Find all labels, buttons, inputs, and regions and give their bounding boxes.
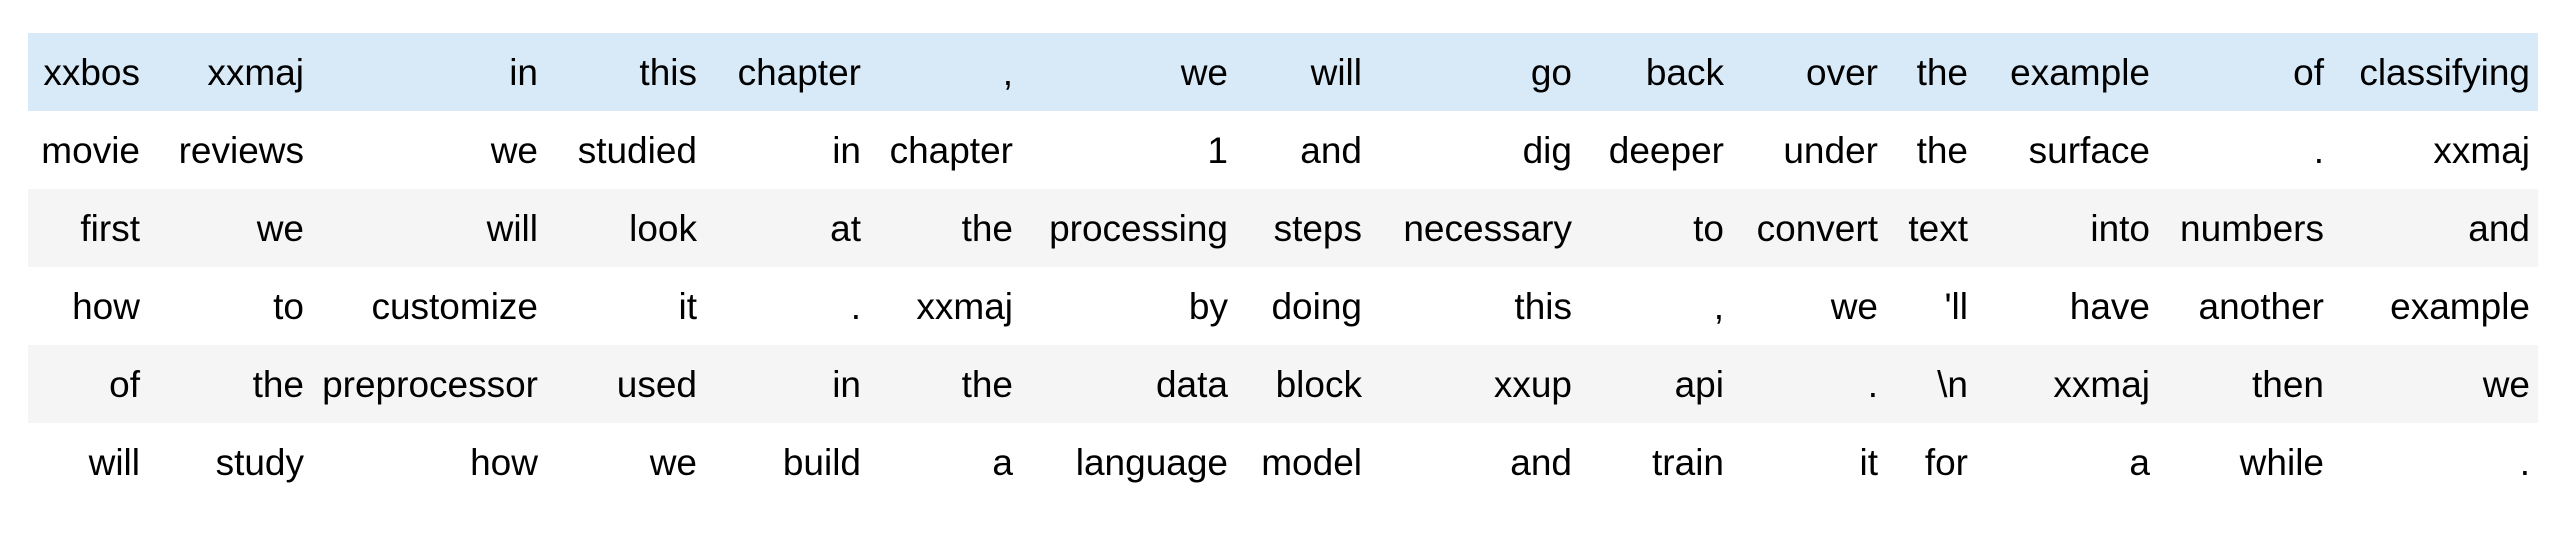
token-cell: the <box>252 363 304 405</box>
token-cell: the <box>1916 51 1968 93</box>
token-cell: of <box>109 363 140 405</box>
token-row: of the preprocessor used in the data blo… <box>28 345 2538 423</box>
token-cell: data <box>1155 363 1228 405</box>
token-cell: and <box>2468 207 2530 249</box>
token-cell: 'll <box>1944 285 1968 327</box>
token-cell: in <box>832 363 861 405</box>
token-cell: xxmaj <box>2053 363 2150 405</box>
token-row-highlighted: xxbos xxmaj in this chapter , we will go… <box>28 33 2538 111</box>
token-cell: customize <box>371 285 538 327</box>
token-cell: studied <box>577 129 697 171</box>
token-cell: by <box>1188 285 1228 327</box>
token-cell: xxbos <box>43 51 140 93</box>
token-cell: convert <box>1756 207 1878 249</box>
token-row: will study how we build a language model… <box>28 423 2538 501</box>
token-cell: reviews <box>178 129 304 171</box>
token-cell: over <box>1806 51 1878 93</box>
token-cell: this <box>1514 285 1572 327</box>
token-cell: xxmaj <box>207 51 304 93</box>
token-cell: and <box>1300 129 1362 171</box>
token-cell: a <box>2129 441 2150 483</box>
token-cell: will <box>88 441 140 483</box>
token-cell: look <box>629 207 697 249</box>
token-cell: it <box>1859 441 1879 483</box>
token-cell: we <box>1180 51 1228 93</box>
token-cell: this <box>639 51 697 93</box>
token-cell: preprocessor <box>322 363 538 405</box>
token-cell: a <box>992 441 1013 483</box>
token-cell: xxup <box>1493 363 1572 405</box>
token-cell: the <box>961 363 1013 405</box>
token-cell: . <box>850 285 861 327</box>
token-cell: while <box>2239 441 2324 483</box>
token-cell: we <box>256 207 304 249</box>
token-row: how to customize it . xxmaj by doing thi… <box>28 267 2538 345</box>
token-cell: to <box>273 285 304 327</box>
token-cell: under <box>1783 129 1878 171</box>
token-cell: numbers <box>2180 207 2324 249</box>
token-cell: for <box>1924 441 1968 483</box>
token-cell: then <box>2251 363 2324 405</box>
token-cell: we <box>649 441 697 483</box>
token-cell: we <box>1830 285 1878 327</box>
token-cell: , <box>1002 51 1013 93</box>
token-cell: to <box>1693 207 1724 249</box>
tokens-table: xxbos xxmaj in this chapter , we will go… <box>28 33 2538 501</box>
token-cell: doing <box>1271 285 1362 327</box>
token-cell: classifying <box>2359 51 2530 93</box>
token-cell: at <box>830 207 861 249</box>
token-cell: dig <box>1522 129 1572 171</box>
token-cell: chapter <box>889 129 1013 171</box>
token-cell: another <box>2198 285 2325 327</box>
token-cell: , <box>1713 285 1724 327</box>
token-cell: go <box>1530 51 1572 93</box>
token-cell: and <box>1510 441 1572 483</box>
token-cell: in <box>832 129 861 171</box>
token-cell: first <box>80 207 140 249</box>
token-cell: of <box>2293 51 2324 93</box>
token-cell: processing <box>1049 207 1228 249</box>
token-cell: movie <box>41 129 140 171</box>
token-cell: we <box>490 129 538 171</box>
token-cell: will <box>1310 51 1362 93</box>
token-cell: in <box>509 51 538 93</box>
token-cell: the <box>961 207 1013 249</box>
token-cell: model <box>1261 441 1362 483</box>
token-cell: block <box>1275 363 1362 405</box>
token-cell: 1 <box>1207 129 1228 171</box>
token-cell: xxmaj <box>916 285 1013 327</box>
token-cell: deeper <box>1608 129 1724 171</box>
token-cell: chapter <box>737 51 861 93</box>
token-cell: necessary <box>1403 207 1572 249</box>
token-cell: steps <box>1273 207 1362 249</box>
token-cell: train <box>1652 441 1724 483</box>
token-cell: api <box>1674 363 1724 405</box>
token-cell: example <box>2390 285 2530 327</box>
token-cell: example <box>2010 51 2150 93</box>
token-cell: surface <box>2028 129 2150 171</box>
token-cell: study <box>215 441 304 483</box>
token-cell: used <box>616 363 697 405</box>
token-cell: language <box>1075 441 1228 483</box>
token-cell: we <box>2482 363 2530 405</box>
token-cell: build <box>782 441 861 483</box>
token-cell: text <box>1908 207 1968 249</box>
token-cell: the <box>1916 129 1968 171</box>
token-cell: xxmaj <box>2433 129 2530 171</box>
token-cell: into <box>2090 207 2150 249</box>
token-cell: back <box>1645 51 1724 93</box>
token-cell: how <box>72 285 140 327</box>
token-cell: . <box>1867 363 1878 405</box>
token-cell: it <box>678 285 698 327</box>
token-cell: how <box>470 441 538 483</box>
token-cell: have <box>2069 285 2150 327</box>
token-cell: \n <box>1937 363 1968 405</box>
token-row: movie reviews we studied in chapter 1 an… <box>28 111 2538 189</box>
token-cell: will <box>486 207 538 249</box>
token-row: first we will look at the processing ste… <box>28 189 2538 267</box>
token-cell: . <box>2313 129 2324 171</box>
token-cell: . <box>2519 441 2530 483</box>
